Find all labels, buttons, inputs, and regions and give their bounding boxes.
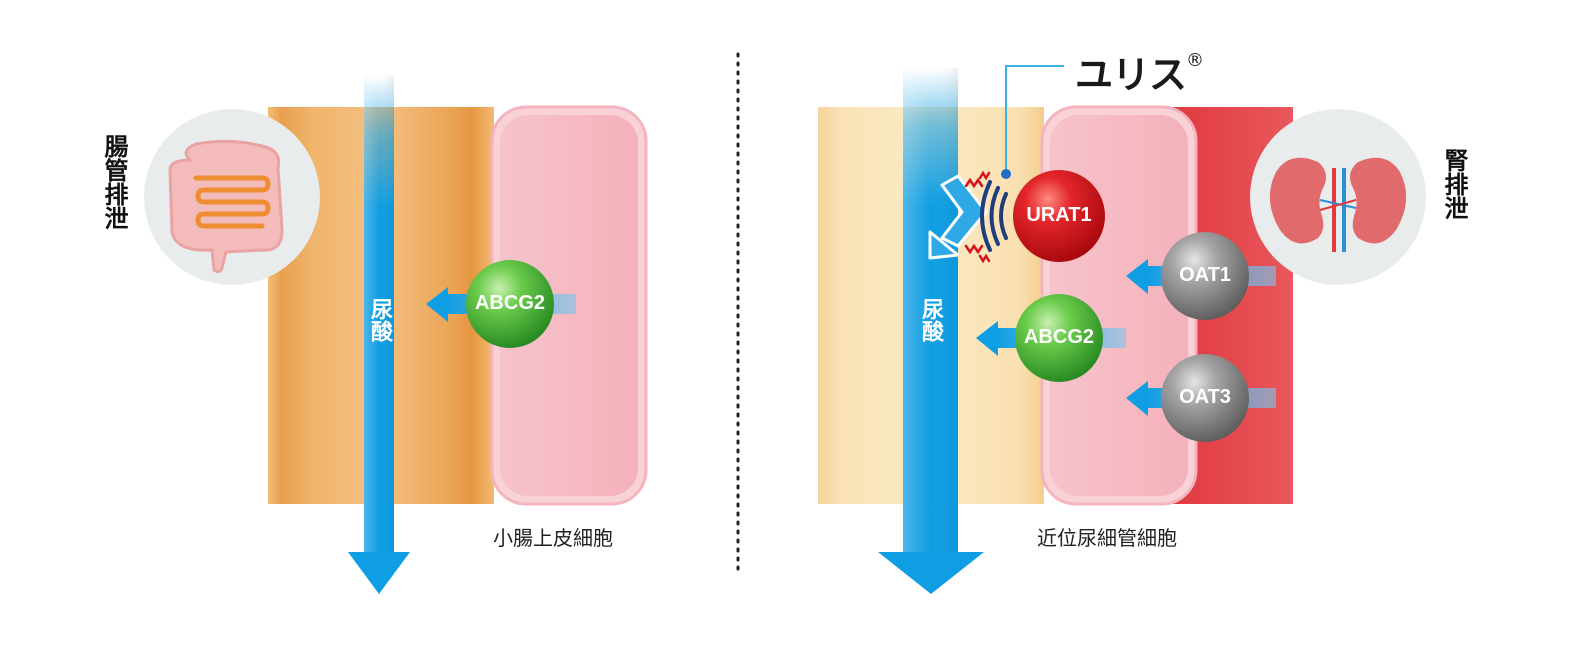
renal-excretion-label: 腎排泄 — [1440, 148, 1468, 220]
oat1-transporter — [1161, 232, 1249, 320]
uric-acid-label-left: 尿酸 — [367, 298, 392, 342]
brand-callout-line — [1005, 65, 1064, 172]
drug-name-text: ユリス — [1075, 53, 1187, 97]
abcg2-label-left: ABCG2 — [474, 292, 545, 314]
abcg2-right-arrow-head — [976, 321, 998, 356]
kidney-icon — [1269, 157, 1407, 252]
oat1-arrow-head — [1126, 259, 1148, 294]
uric-acid-arrow-shade-right — [903, 68, 958, 558]
uric-acid-arrow-shade — [364, 75, 394, 555]
uric-acid-arrow-head-right — [878, 552, 984, 594]
abcg2-transporter — [466, 260, 554, 348]
inhibition-sparks — [964, 170, 991, 264]
abcg2-transporter-right — [1015, 294, 1103, 382]
abcg2-transport-arrow-head — [426, 287, 448, 322]
intestinal-cell-caption: 小腸上皮細胞 — [493, 526, 613, 550]
oat3-label: OAT3 — [1179, 386, 1231, 408]
oat3-arrow-head — [1126, 381, 1148, 416]
oat1-label: OAT1 — [1179, 264, 1231, 286]
registered-mark: ® — [1186, 50, 1204, 71]
right-panel — [818, 65, 1426, 594]
urat1-transporter — [1013, 170, 1105, 262]
uric-acid-arrow-head — [348, 552, 410, 594]
tubule-cell-caption: 近位尿細管細胞 — [1037, 526, 1177, 550]
abcg2-label-right: ABCG2 — [1023, 326, 1094, 348]
brand-callout-dot — [1001, 169, 1011, 179]
drug-brand-name: ユリス® — [1075, 44, 1204, 99]
intestine-icon — [168, 139, 284, 274]
oat3-transporter — [1161, 354, 1249, 442]
intestinal-excretion-label: 腸管排泄 — [100, 134, 128, 230]
reabsorption-arrow-head — [928, 230, 960, 260]
uric-acid-label-right: 尿酸 — [918, 298, 943, 342]
urat1-label: URAT1 — [1026, 204, 1092, 226]
reabsorption-arrow — [940, 174, 988, 248]
left-panel — [144, 75, 648, 594]
inhibition-waves — [980, 180, 1008, 252]
